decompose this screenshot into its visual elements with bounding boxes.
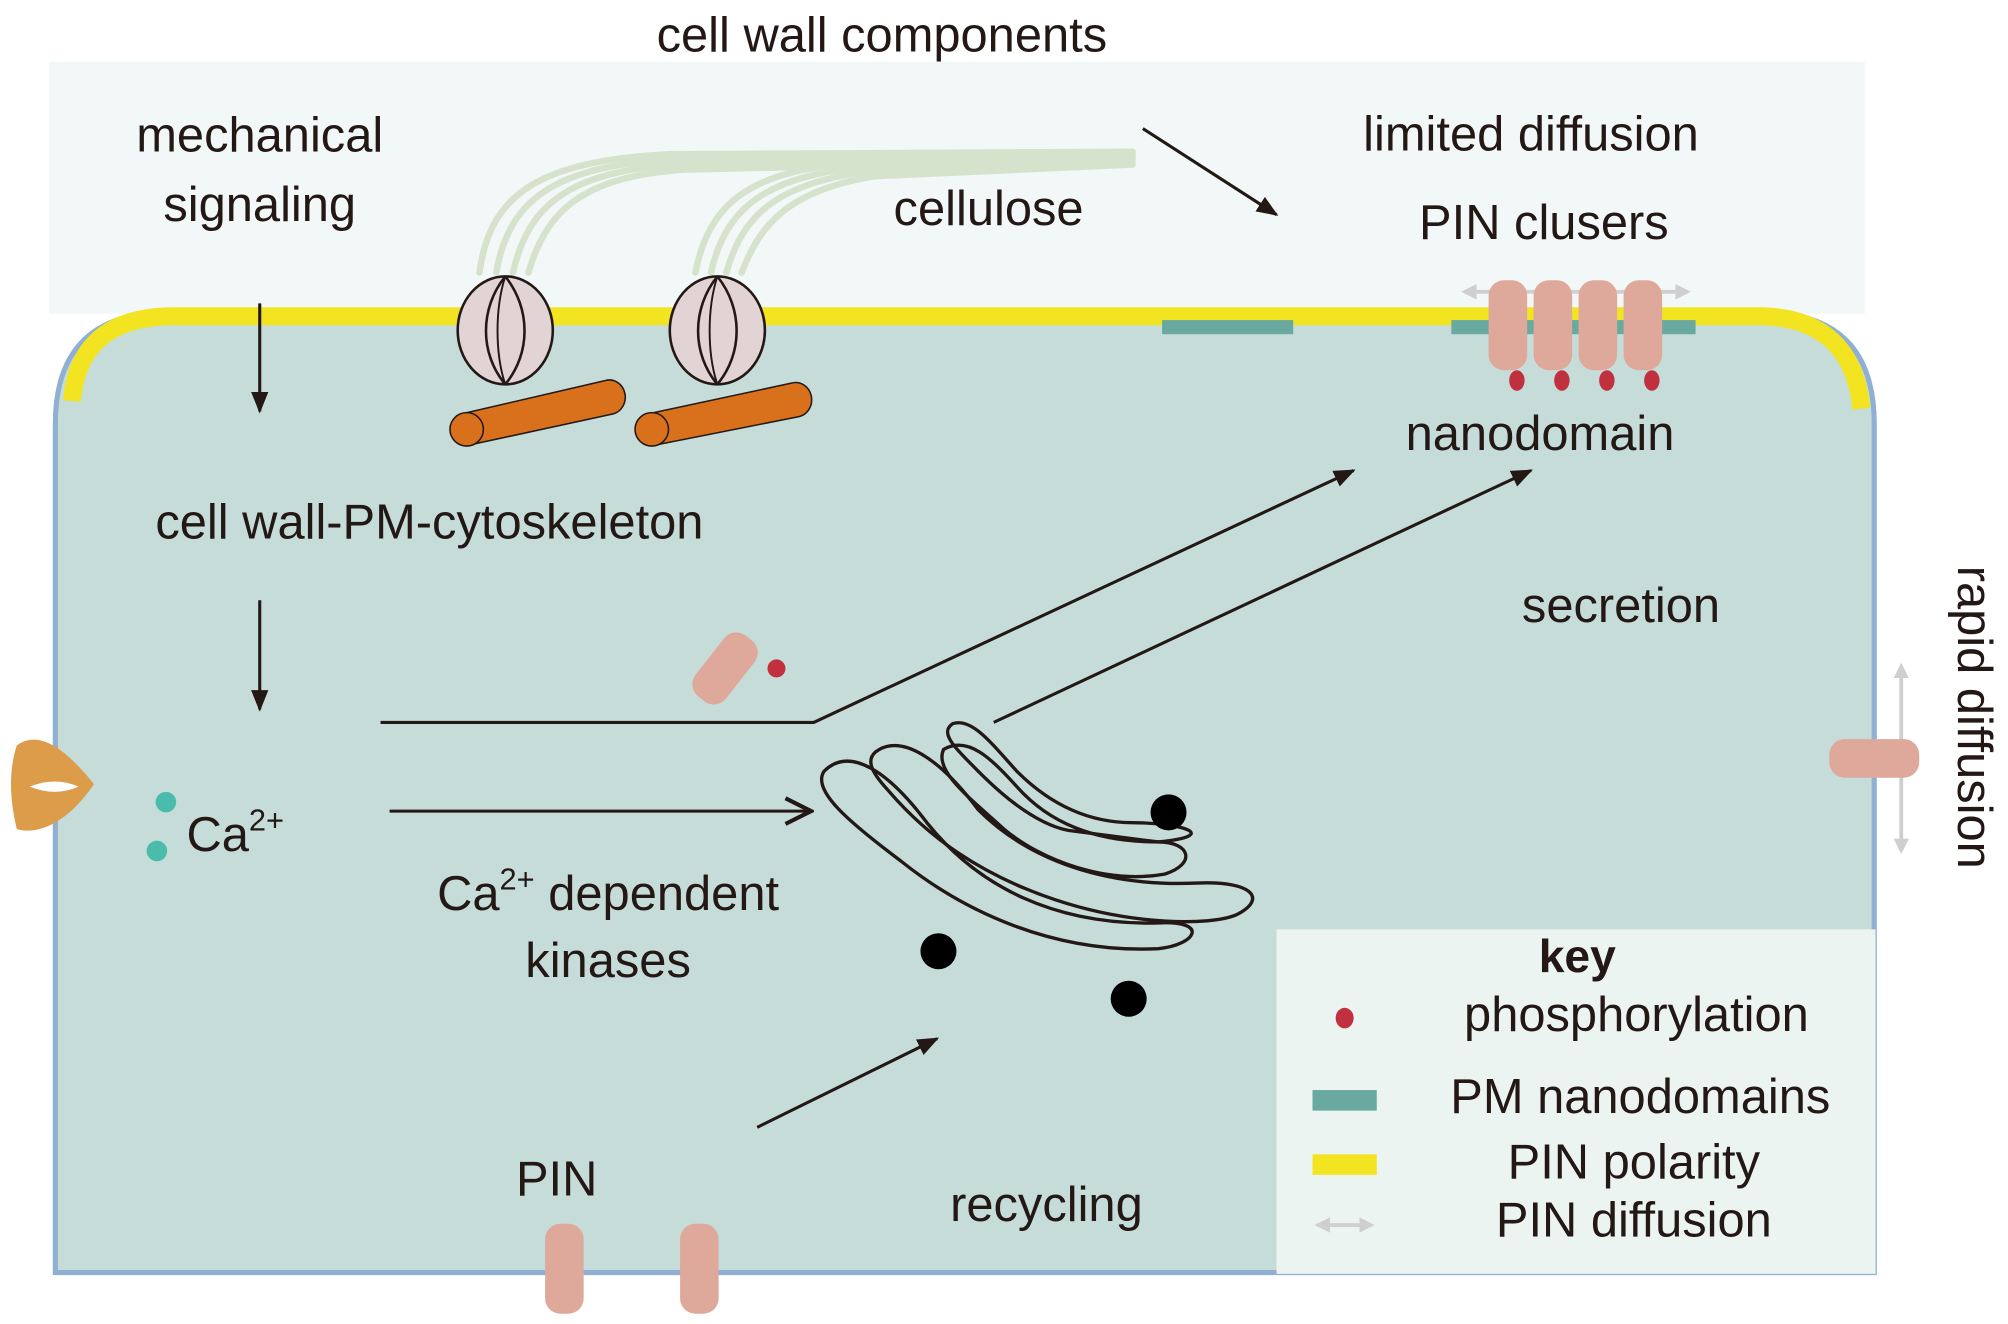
title-cell-wall-components: cell wall components [657, 8, 1108, 62]
calcium-channel [11, 739, 94, 831]
ca-dep-prefix: Ca [437, 867, 500, 921]
pin-rapid-diffusion [1829, 662, 1920, 855]
label-ca-dependent: Ca2+ dependent [437, 862, 779, 922]
label-pin-clusters: PIN clusers [1419, 196, 1669, 250]
pin-protein [545, 1223, 584, 1314]
phosphorylation-dot [1644, 370, 1660, 391]
pin-cluster [1461, 280, 1691, 391]
key-nanodomain-symbol [1312, 1090, 1377, 1111]
label-cellulose: cellulose [894, 182, 1084, 236]
cytoskeleton-filament [634, 381, 813, 447]
key-polarity-label: PIN polarity [1508, 1136, 1761, 1190]
calcium-ion [155, 791, 177, 813]
key-polarity-symbol [1312, 1154, 1377, 1175]
cell-wall-region [48, 61, 1866, 314]
pin-polarity-band [63, 307, 1871, 410]
ca-dep-suffix: dependent [535, 867, 780, 921]
key-diffusion-label: PIN diffusion [1496, 1194, 1772, 1248]
label-calcium: Ca2+ [186, 802, 284, 862]
label-recycling: recycling [950, 1178, 1143, 1232]
label-cw-pm-cytoskeleton: cell wall-PM-cytoskeleton [155, 496, 703, 550]
label-nanodomain: nanodomain [1406, 407, 1675, 461]
label-pin: PIN [516, 1152, 597, 1206]
key: key phosphorylation PM nanodomains PIN p… [1312, 930, 1830, 1248]
arrow-to-nanodomain-1 [380, 469, 1356, 724]
calcium-text: Ca [186, 808, 249, 862]
pm-nanodomain [1162, 320, 1294, 335]
phosphorylation-dot [1599, 370, 1615, 391]
cellulose-synthase-complex [668, 275, 767, 386]
arrow-cellulose-to-clusters [1141, 127, 1279, 216]
key-phosphorylation-label: phosphorylation [1464, 988, 1809, 1042]
label-secretion: secretion [1522, 579, 1720, 633]
label-signaling: signaling [163, 178, 356, 232]
cytoskeleton-filament [449, 379, 627, 447]
calcium-ion [146, 840, 168, 862]
label-rapid-diffusion: rapid diffusion [1947, 566, 2001, 869]
cellulose-fibers [476, 148, 1136, 276]
phosphorylation-dot [1554, 370, 1570, 391]
arrow-recycling [756, 1037, 940, 1129]
phosphorylation-dot [1509, 370, 1525, 391]
ca-dep-sup: 2+ [500, 862, 535, 897]
golgi-apparatus [820, 721, 1255, 1017]
key-title: key [1539, 930, 1616, 982]
label-mechanical: mechanical [136, 109, 383, 163]
label-limited-diffusion: limited diffusion [1363, 107, 1699, 161]
calcium-sup: 2+ [249, 802, 284, 837]
arrow-golgi-to-nanodomain [993, 469, 1533, 724]
key-phosphorylation-symbol [1335, 1007, 1354, 1029]
label-kinases: kinases [525, 934, 691, 988]
pin-protein [680, 1223, 719, 1314]
key-nanodomain-label: PM nanodomains [1450, 1070, 1830, 1124]
cellulose-synthase-complex [456, 275, 555, 386]
phosphorylated-pin [692, 632, 786, 705]
